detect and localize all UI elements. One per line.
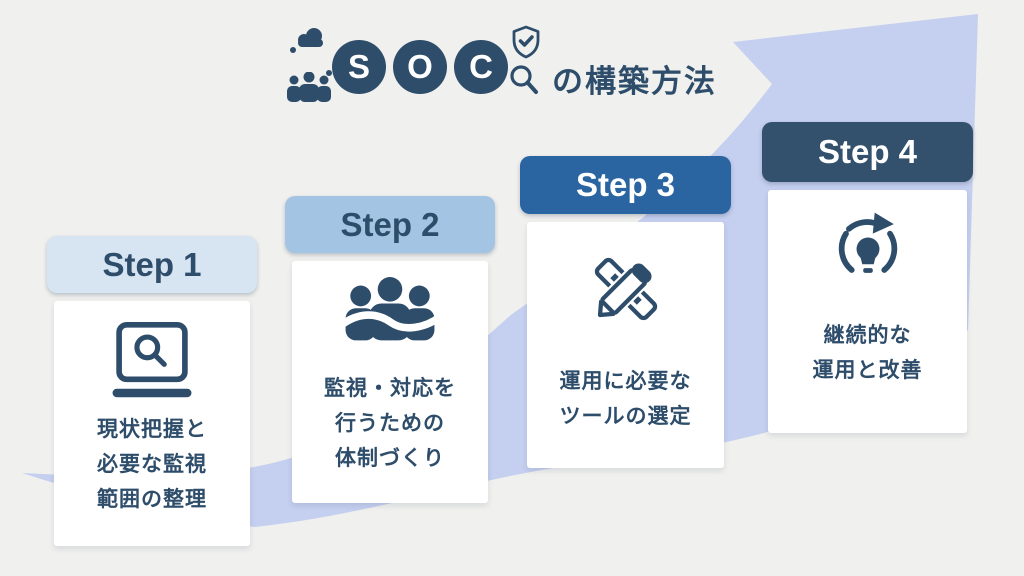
- bulb-cycle-icon: [838, 212, 897, 273]
- cloud-icon: [298, 28, 323, 47]
- step1-line2: 必要な監視: [97, 453, 207, 476]
- step3-line1: 運用に必要な: [559, 370, 692, 393]
- step2-line1: 監視・対応を: [324, 377, 456, 400]
- step1-line1: 現状把握と: [97, 418, 207, 441]
- soc-letter-s: S: [332, 40, 386, 94]
- decor-dot: [290, 47, 296, 53]
- laptop-search-icon: [112, 322, 192, 398]
- shield-check-icon: [512, 25, 540, 59]
- search-icon: [510, 65, 538, 94]
- step3-card: 運用に必要な ツールの選定: [527, 222, 724, 468]
- step1-header: Step 1: [47, 236, 257, 293]
- soc-letter-o: O: [393, 40, 447, 94]
- page-title: の構築方法: [552, 64, 717, 99]
- soc-letter-label: O: [407, 48, 433, 85]
- step3-header: Step 3: [520, 156, 731, 214]
- step4-line1: 継続的な: [823, 324, 912, 347]
- step4-label: Step 4: [817, 133, 918, 170]
- step3-label: Step 3: [575, 166, 676, 203]
- step1-card: 現状把握と 必要な監視 範囲の整理: [54, 301, 250, 546]
- step1-line3: 範囲の整理: [97, 488, 207, 511]
- step1-text: 現状把握と 必要な監視 範囲の整理: [97, 412, 207, 517]
- step4-card: 継続的な 運用と改善: [768, 190, 967, 433]
- step2-line3: 体制づくり: [335, 447, 445, 470]
- step2-header: Step 2: [285, 196, 495, 253]
- soc-letter-c: C: [454, 40, 508, 94]
- step3-text: 運用に必要な ツールの選定: [560, 364, 692, 434]
- decor-dot: [326, 70, 332, 76]
- step4-line2: 運用と改善: [812, 359, 923, 382]
- step2-text: 監視・対応を 行うための 体制づくり: [324, 371, 456, 476]
- step3-line2: ツールの選定: [559, 405, 692, 428]
- step2-label: Step 2: [340, 205, 440, 243]
- soc-letter-label: C: [469, 48, 493, 85]
- ruler-pencil-icon: [594, 256, 659, 321]
- step4-text: 継続的な 運用と改善: [813, 318, 923, 388]
- step2-line2: 行うための: [335, 412, 445, 435]
- team-handshake-icon: [338, 277, 442, 341]
- step4-header: Step 4: [762, 122, 973, 182]
- step1-label: Step 1: [102, 245, 202, 283]
- team-icon: [287, 72, 331, 102]
- soc-letter-label: S: [347, 48, 370, 85]
- step2-card: 監視・対応を 行うための 体制づくり: [292, 261, 488, 503]
